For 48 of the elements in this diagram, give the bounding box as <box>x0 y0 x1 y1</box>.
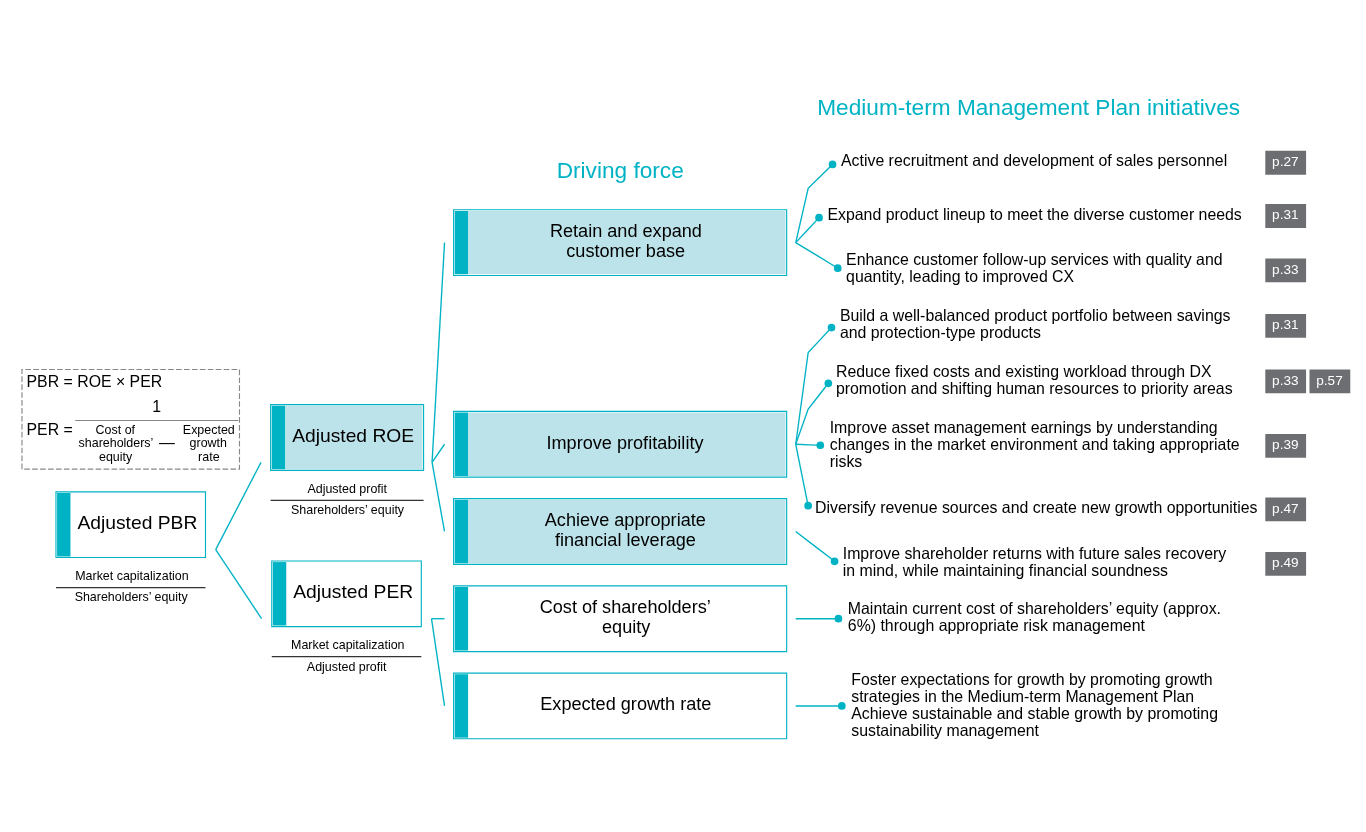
connector <box>795 701 846 710</box>
node-text: Enhance customer follow-up services with quality and quantity, leading to improved CX <box>846 250 1223 285</box>
connector <box>431 241 446 463</box>
node-text: Expand product lineup to meet the diverse customer needs <box>827 205 1242 223</box>
node-label: Shareholders’ equity <box>291 502 405 517</box>
node-label: Market capitalization <box>75 568 189 583</box>
node-text: Build a well-balanced product portfolio between savings and protection-type products <box>839 306 1231 341</box>
node-text: Diversify revenue sources and create new growth opportunities <box>814 498 1258 516</box>
connector <box>795 530 839 565</box>
connector <box>431 461 446 532</box>
node-label: p.49 <box>1272 554 1299 570</box>
connector <box>795 614 843 623</box>
node-text: Maintain current cost of shareholders’ equity (approx. 6%) through appropriate risk management <box>847 599 1222 634</box>
node-text: Improve shareholder returns with future sales recovery in mind, while maintaining financial soundness <box>842 544 1227 579</box>
node-text: Improve asset management earnings by understanding changes in the market environment and taking appropriate risks <box>829 418 1240 470</box>
connector <box>795 323 836 445</box>
label: Cost of shareholders’ equity <box>78 422 154 464</box>
connector <box>795 241 842 272</box>
label: 1 <box>152 397 162 415</box>
node-label: Adjusted profit <box>307 481 388 496</box>
node-text: Foster expectations for growth by promoting growth strategies in the Medium-term Management Plan Achieve sustainable and stable growth by promoting sustainability management <box>851 670 1218 739</box>
node-label: p.27 <box>1272 153 1299 169</box>
node-label: p.57 <box>1316 372 1343 388</box>
label: PER = <box>26 420 73 438</box>
connector <box>795 160 837 243</box>
node-text: Active recruitment and development of sales personnel <box>841 151 1228 169</box>
node-label: p.33 <box>1272 372 1299 388</box>
connector <box>215 461 262 550</box>
node-label: p.33 <box>1272 261 1299 277</box>
node-label: p.31 <box>1272 206 1299 222</box>
label: Medium-term Management Plan initiatives <box>817 93 1241 120</box>
label: — <box>159 433 175 451</box>
connector <box>795 443 812 510</box>
connector <box>215 548 263 619</box>
label: Expected growth rate <box>182 422 235 464</box>
node-label: Adjusted profit <box>306 659 387 674</box>
label: PBR = ROE × PER <box>26 372 163 390</box>
node-label: p.47 <box>1272 500 1299 516</box>
node-text: Reduce fixed costs and existing workload through DX promotion and shifting human resources to priority areas <box>835 362 1233 396</box>
connector <box>431 443 446 463</box>
node-label: Market capitalization <box>291 637 405 652</box>
connector <box>795 378 833 445</box>
node-label: p.39 <box>1272 436 1299 452</box>
node-label: Shareholders’ equity <box>74 590 188 604</box>
connector <box>795 440 825 449</box>
connector <box>795 213 823 243</box>
label: Driving force <box>556 156 684 183</box>
node-label: p.31 <box>1272 316 1299 332</box>
